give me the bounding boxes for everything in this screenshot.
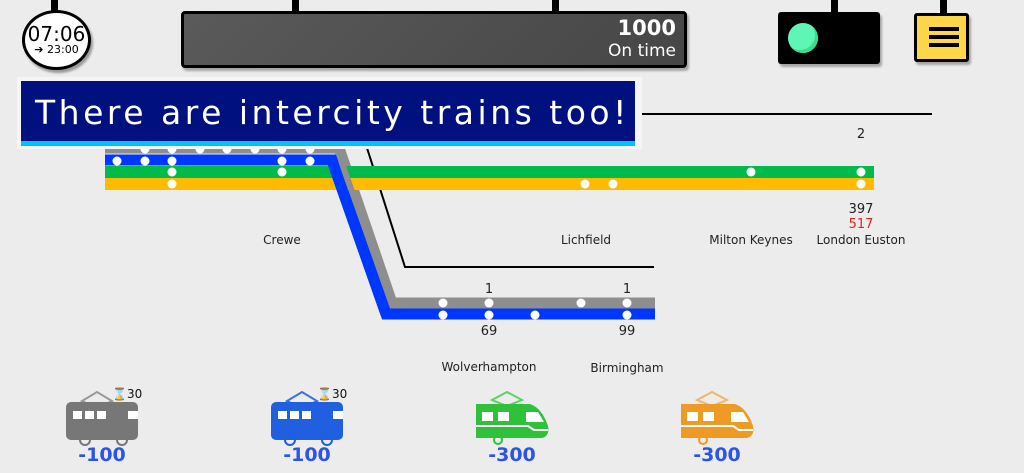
price: -100	[283, 444, 331, 466]
euston-count-top: 2	[856, 127, 866, 142]
cooldown: ⌛30	[112, 387, 143, 401]
station-crewe[interactable]: Crewe	[263, 233, 301, 247]
cooldown: ⌛30	[317, 387, 348, 401]
green-lamp-icon	[788, 23, 818, 53]
route-line-black-branch	[366, 147, 654, 268]
price: -300	[488, 444, 536, 466]
signal-light[interactable]	[778, 12, 880, 64]
birmingham-count-bottom: 99	[618, 324, 636, 339]
intercity-train-icon	[681, 390, 754, 445]
clock-hanger	[51, 0, 58, 12]
station-milton-keynes[interactable]: Milton Keynes	[709, 233, 793, 247]
euston-count-red: 517	[848, 217, 874, 232]
hourglass-icon: ⌛	[317, 387, 332, 401]
line-green	[105, 166, 874, 178]
shop-item-blue-train[interactable]: ⌛30 -100	[265, 386, 355, 466]
birmingham-count-top: 1	[622, 282, 632, 297]
price: -100	[78, 444, 126, 466]
station-london-euston[interactable]: London Euston	[816, 233, 906, 247]
scoreboard: 1000 On time	[181, 11, 687, 68]
wolverhampton-count-bottom: 69	[480, 324, 498, 339]
signal-hanger	[831, 0, 838, 13]
local-train-icon	[66, 390, 138, 446]
hourglass-icon: ⌛	[112, 387, 127, 401]
intercity-train-icon	[476, 390, 549, 445]
station-lichfield[interactable]: Lichfield	[560, 233, 612, 247]
punctuality-status: On time	[608, 41, 676, 61]
menu-hanger	[940, 0, 947, 14]
price: -300	[693, 444, 741, 466]
board-hanger-left	[292, 0, 299, 12]
game-clock: 07:06 ➔ 23:00	[22, 10, 91, 70]
shop-item-green-intercity[interactable]: -300	[470, 386, 560, 466]
score-value: 1000	[617, 16, 676, 40]
line-yellow	[105, 178, 874, 190]
euston-count-mid: 397	[848, 202, 874, 217]
banner-text: There are intercity trains too!	[35, 93, 630, 132]
station-birmingham[interactable]: Birmingham	[590, 361, 664, 375]
menu-button[interactable]	[914, 13, 969, 62]
clock-time: 07:06	[27, 22, 86, 46]
shop-item-gray-train[interactable]: ⌛30 -100	[60, 386, 150, 466]
clock-end-time: ➔ 23:00	[34, 43, 79, 56]
wolverhampton-count-top: 1	[484, 282, 494, 297]
station-wolverhampton[interactable]: Wolverhampton	[441, 360, 537, 374]
local-train-icon	[271, 390, 343, 446]
shop-item-orange-intercity[interactable]: -300	[675, 386, 765, 466]
tutorial-banner: There are intercity trains too!	[17, 77, 642, 149]
board-hanger-right	[552, 0, 559, 12]
